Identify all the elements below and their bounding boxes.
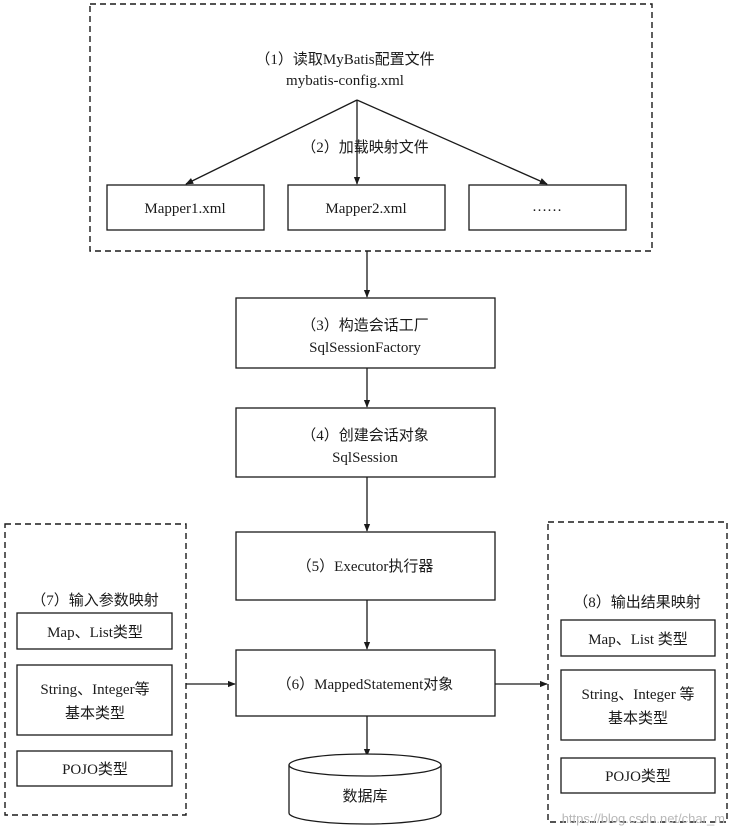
step3-class-name: SqlSessionFactory bbox=[309, 340, 421, 356]
output-mapping-title: （8）输出结果映射 bbox=[573, 594, 701, 611]
step6-label: （6）MappedStatement对象 bbox=[277, 676, 454, 693]
input-map-list-label: Map、List类型 bbox=[47, 624, 143, 641]
database-label: 数据库 bbox=[342, 788, 387, 805]
input-pojo-box bbox=[16, 750, 173, 787]
step5-label: （5）Executor执行器 bbox=[297, 558, 434, 575]
output-basic-types-line2: 基本类型 bbox=[608, 710, 668, 727]
output-basic-types-box bbox=[560, 669, 716, 741]
step4-label: （4）创建会话对象 bbox=[301, 427, 429, 444]
input-mapping-frame bbox=[4, 523, 187, 816]
output-basic-types-line1: String、Integer 等 bbox=[582, 685, 695, 703]
database-cylinder bbox=[288, 753, 442, 825]
input-mapping-title: （7）输入参数映射 bbox=[31, 592, 159, 609]
input-basic-types-box bbox=[16, 664, 173, 736]
step5-box bbox=[235, 531, 496, 601]
step2-label: （2）加载映射文件 bbox=[301, 139, 429, 156]
step4-class-name: SqlSession bbox=[332, 450, 398, 466]
mapper-more-label: …… bbox=[532, 199, 562, 215]
output-map-list-box bbox=[560, 619, 716, 657]
step3-label: （3）构造会话工厂 bbox=[301, 317, 429, 334]
input-basic-types-line1: String、Integer等 bbox=[40, 680, 149, 698]
step1-label: （1）读取MyBatis配置文件 bbox=[255, 51, 434, 68]
mapper2-box bbox=[287, 184, 446, 231]
output-pojo-box bbox=[560, 757, 716, 794]
mapper1-box bbox=[106, 184, 265, 231]
mapper-more-box bbox=[468, 184, 627, 231]
arrow-to-mapper1 bbox=[185, 99, 358, 185]
mapper2-label: Mapper2.xml bbox=[325, 201, 406, 217]
arrow-to-mapper-more bbox=[356, 99, 548, 185]
step6-box bbox=[235, 649, 496, 717]
input-basic-types-line2: 基本类型 bbox=[65, 705, 125, 722]
config-group-frame bbox=[89, 3, 653, 252]
step3-box bbox=[235, 297, 496, 369]
input-pojo-label: POJO类型 bbox=[62, 761, 128, 778]
mapper1-label: Mapper1.xml bbox=[144, 201, 225, 217]
watermark-text: https://blog.csdn.net/char_m bbox=[562, 811, 725, 826]
output-pojo-label: POJO类型 bbox=[605, 768, 671, 785]
config-file-name: mybatis-config.xml bbox=[286, 73, 404, 89]
input-map-list-box bbox=[16, 612, 173, 650]
output-map-list-label: Map、List 类型 bbox=[588, 631, 688, 648]
step4-box bbox=[235, 407, 496, 478]
